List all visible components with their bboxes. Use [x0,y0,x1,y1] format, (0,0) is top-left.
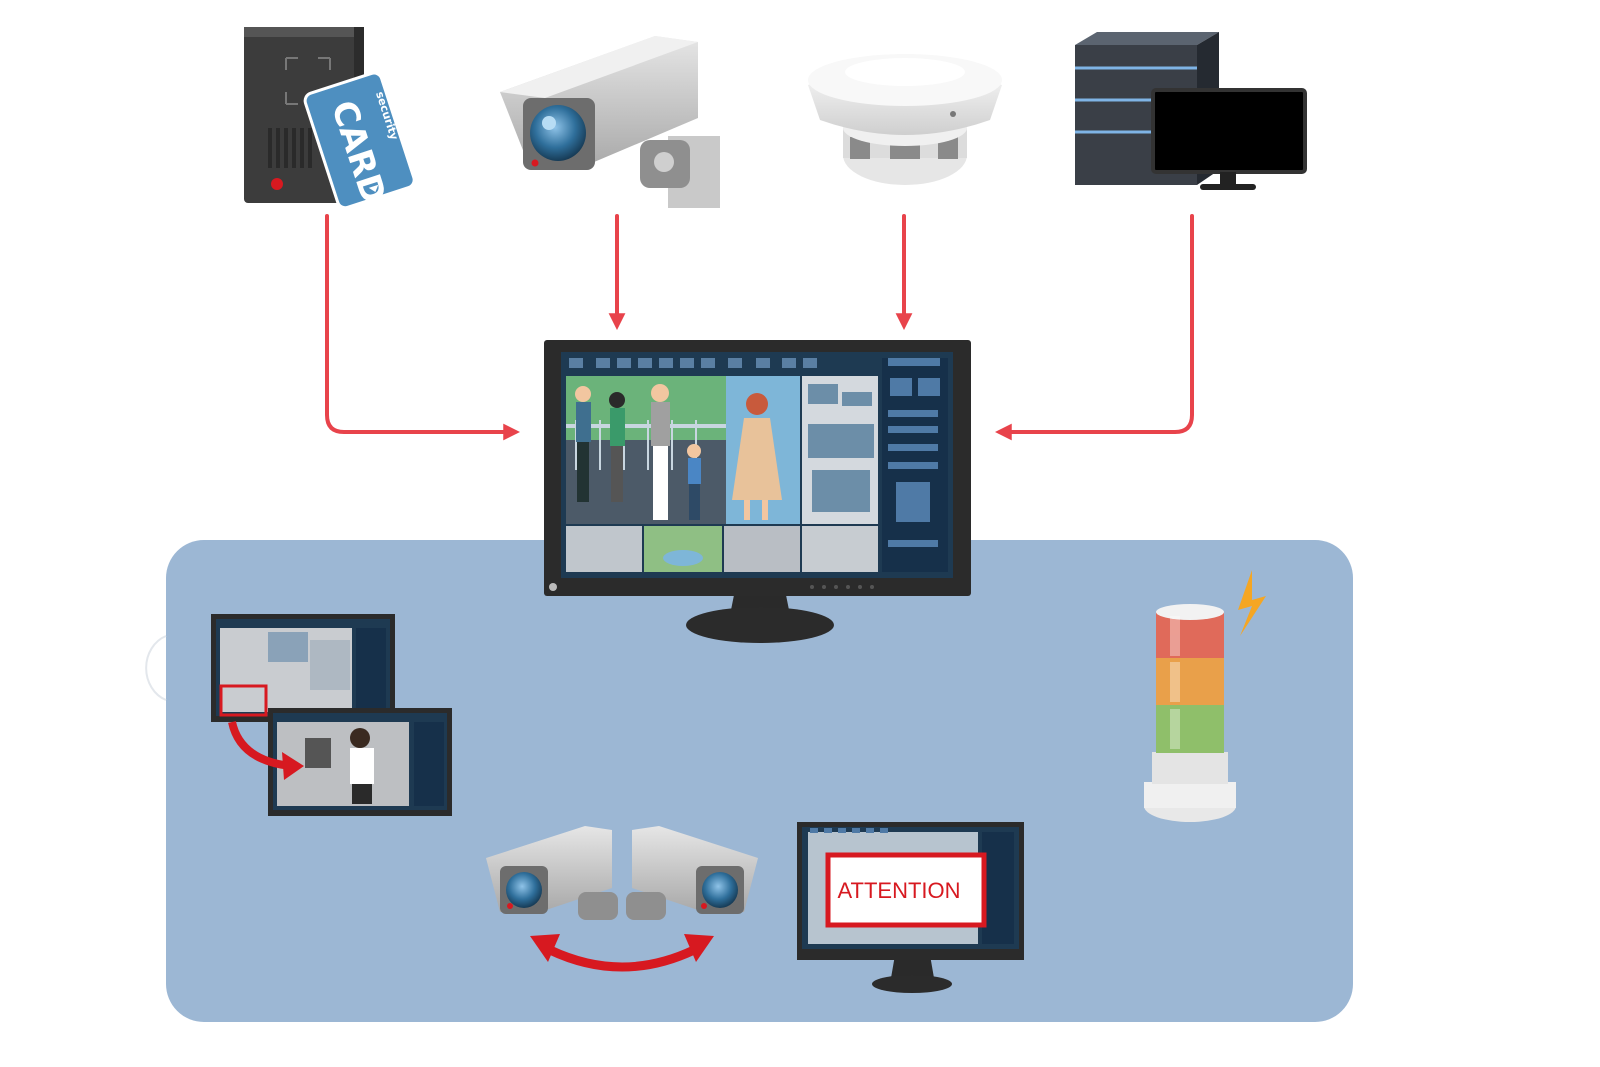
control-area-left-bump [145,635,167,701]
camera-pair-icon [486,826,758,972]
multi-screen-monitors [211,614,452,816]
attention-alert-text: ATTENTION [837,878,960,903]
arrow-card-reader [325,214,521,441]
security-camera-icon [500,36,720,208]
attention-monitor: ATTENTION [797,822,1024,993]
pan-rotation-arrow [548,945,696,972]
server-computer-icon [1075,32,1307,190]
smoke-detector-icon [808,54,1002,185]
switch-view-arrow [228,721,291,770]
card-reader-icon: security CARD [244,27,416,210]
lightning-icon [1238,570,1266,636]
attention-alert-box [825,852,987,928]
control-area-background [166,540,1353,1022]
selected-camera-highlight [219,684,268,717]
reader-led-icon [271,178,283,190]
data-flow-arrows [325,214,1194,441]
people-figures [575,384,782,520]
signal-tower-light-icon [1144,570,1266,822]
central-monitor-icon [544,340,971,643]
arrow-server [994,214,1194,441]
